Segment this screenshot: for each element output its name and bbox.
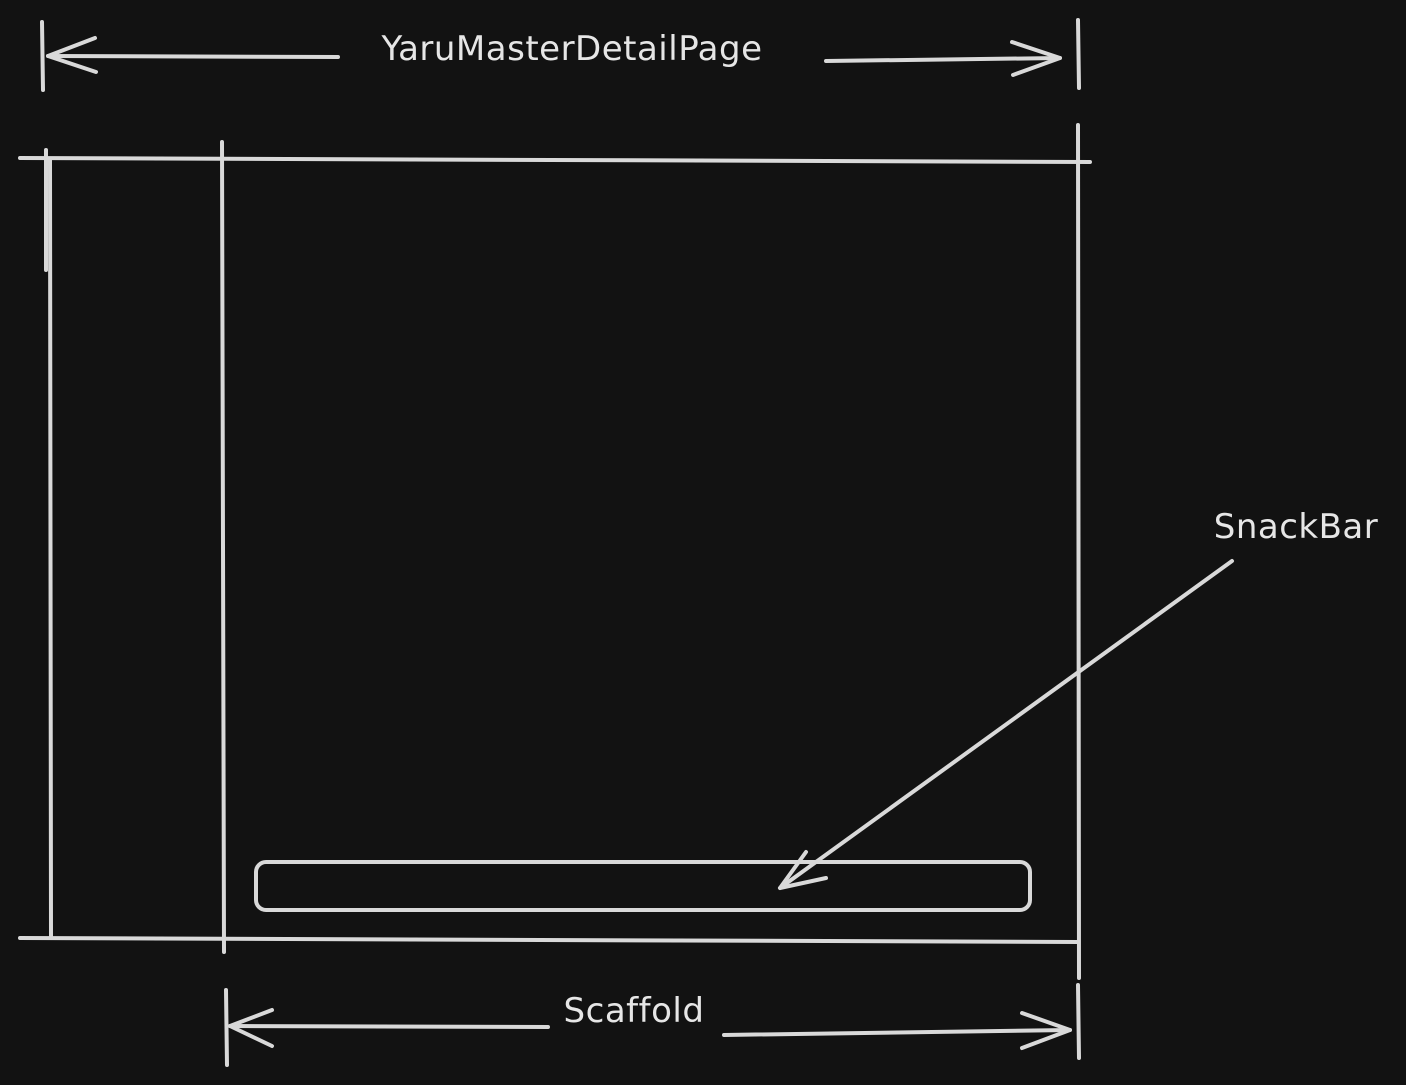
page-left-edge xyxy=(48,158,53,940)
page-frame xyxy=(18,123,1092,980)
page-top-edge xyxy=(18,156,1092,164)
page-dimension-line-right xyxy=(824,56,1062,63)
page-right-edge xyxy=(1076,123,1081,980)
master-detail-divider xyxy=(220,140,226,954)
page-dimension-line-left xyxy=(46,54,340,59)
scaffold-width-dimension: Scaffold xyxy=(224,983,1081,1067)
page-arrowhead-left xyxy=(46,36,98,74)
scaffold-arrowhead-right xyxy=(1020,1011,1072,1050)
snackbar-label: SnackBar xyxy=(1214,507,1379,547)
snackbar-box xyxy=(254,860,1032,912)
scaffold-dimension-line-left xyxy=(228,1024,550,1029)
scaffold-arrowhead-left xyxy=(228,1008,274,1048)
page-right-tick xyxy=(1076,18,1081,90)
page-label: YaruMasterDetailPage xyxy=(380,29,762,69)
scaffold-dimension-line-right xyxy=(722,1028,1072,1037)
page-arrowhead-right xyxy=(1010,40,1062,77)
scaffold-right-tick xyxy=(1076,983,1081,1060)
scaffold-label: Scaffold xyxy=(564,991,705,1031)
page-bottom-edge xyxy=(18,936,1080,944)
page-left-tick xyxy=(40,20,45,92)
snackbar-callout: SnackBar xyxy=(778,507,1379,890)
snackbar-arrowhead xyxy=(778,850,828,890)
scaffold-left-tick xyxy=(224,988,229,1067)
snackbar-arrow-line xyxy=(778,559,1234,890)
page-width-dimension: YaruMasterDetailPage xyxy=(40,18,1081,92)
